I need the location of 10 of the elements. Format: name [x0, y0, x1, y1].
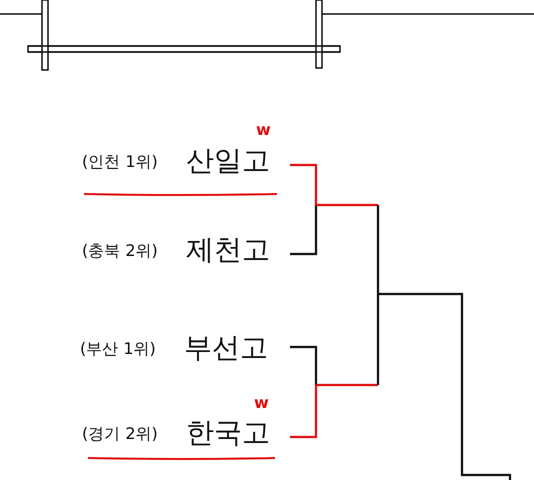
team-name: 한국고: [186, 419, 270, 447]
seed-label: (경기 2위): [82, 426, 158, 442]
team-name: 산일고: [186, 147, 270, 175]
seed-label: (충북 2위): [82, 243, 158, 259]
team-name: 부선고: [184, 334, 268, 362]
seed-label: (부산 1위): [80, 341, 156, 357]
winner-mark: w: [254, 395, 269, 411]
team-name: 제천고: [186, 236, 270, 264]
seed-label: (인천 1위): [82, 154, 158, 170]
winner-mark: w: [256, 122, 271, 138]
